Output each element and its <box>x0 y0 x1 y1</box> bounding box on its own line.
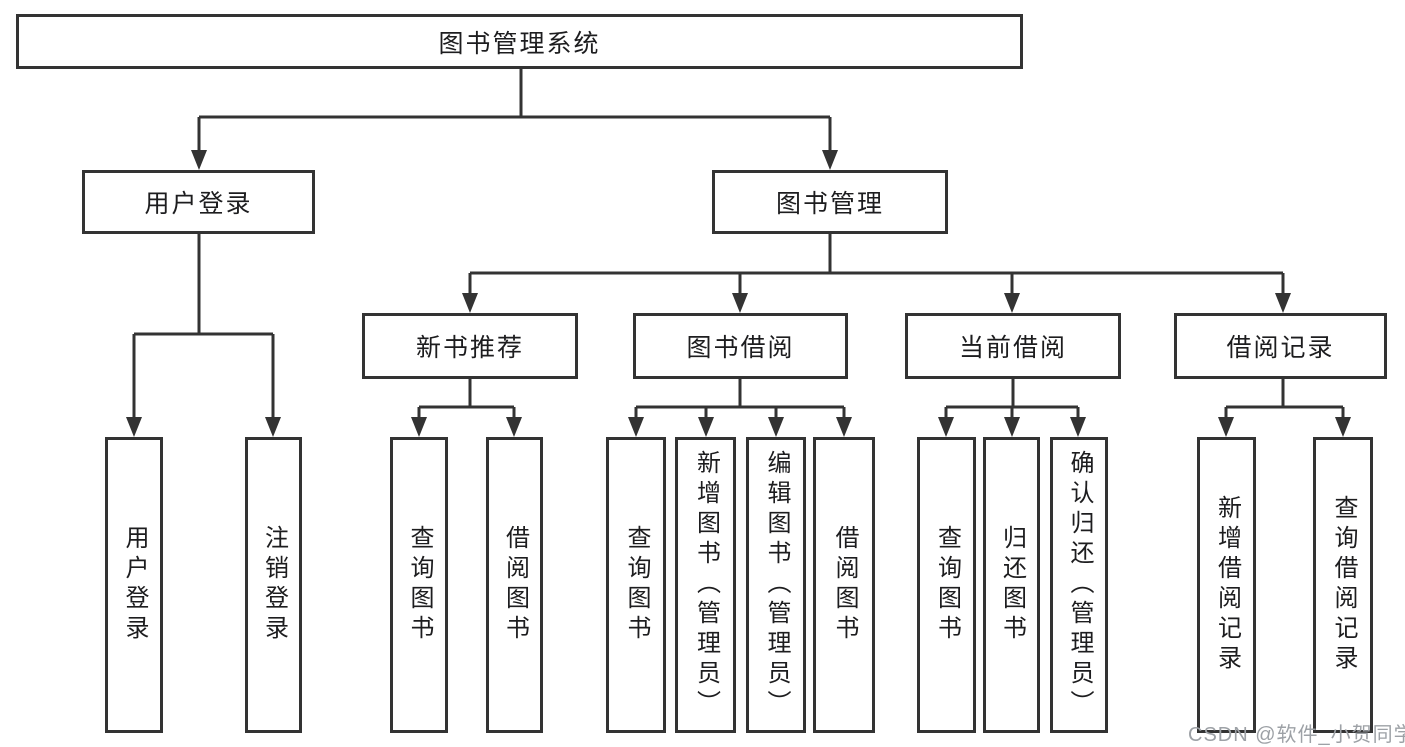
csdn-watermark: CSDN @软件_小贺同学 <box>1188 724 1405 746</box>
arrow-icon <box>836 417 852 437</box>
node-borrow-record: 借阅记录 <box>1174 313 1387 379</box>
leaf-logout: 注销登录 <box>245 437 302 733</box>
arrow-icon <box>462 293 478 313</box>
arrow-icon <box>1004 417 1020 437</box>
leaf-current-return-book: 归还图书 <box>983 437 1040 733</box>
arrow-icon <box>938 417 954 437</box>
leaf-record-query-record: 查询借阅记录 <box>1313 437 1373 733</box>
arrow-icon <box>822 150 838 170</box>
arrow-icon <box>1004 293 1020 313</box>
connector-current-borrow-to-leaves <box>944 379 1080 422</box>
arrow-icon <box>191 150 207 170</box>
connector-root-to-level2 <box>197 69 832 155</box>
arrow-icon <box>1070 417 1086 437</box>
leaf-current-confirm-return: 确认归还（管理员） <box>1050 437 1108 733</box>
node-book-borrow-label: 图书借阅 <box>686 334 795 362</box>
node-book-manage-label: 图书管理 <box>775 190 884 218</box>
node-book-borrow: 图书借阅 <box>633 313 848 379</box>
leaf-borrow-edit-book-label: 编辑图书（管理员） <box>763 450 790 720</box>
leaf-record-add-record-label: 新增借阅记录 <box>1213 495 1241 675</box>
connector-book-manage-to-level3 <box>468 234 1285 298</box>
node-root-label: 图书管理系统 <box>438 29 601 58</box>
connector-user-login-to-leaves <box>132 234 275 422</box>
arrow-icon <box>506 417 522 437</box>
leaf-user-login: 用户登录 <box>105 437 163 733</box>
leaf-borrow-add-book-label: 新增图书（管理员） <box>692 450 720 720</box>
connector-borrow-record-to-leaves <box>1224 379 1345 422</box>
node-current-borrow-label: 当前借阅 <box>958 334 1067 362</box>
arrow-icon <box>628 417 644 437</box>
leaf-record-query-record-label: 查询借阅记录 <box>1330 495 1357 675</box>
leaf-logout-label: 注销登录 <box>260 525 288 645</box>
leaf-record-add-record: 新增借阅记录 <box>1197 437 1256 733</box>
leaf-recommend-query-book-label: 查询图书 <box>406 525 433 645</box>
leaf-current-return-book-label: 归还图书 <box>998 525 1026 645</box>
node-book-manage: 图书管理 <box>712 170 948 234</box>
leaf-borrow-query-book-label: 查询图书 <box>623 525 650 645</box>
arrow-icon <box>1335 417 1351 437</box>
arrow-icon <box>126 417 142 437</box>
node-user-login-label: 用户登录 <box>144 190 253 218</box>
leaf-user-login-label: 用户登录 <box>121 525 148 645</box>
arrow-icon <box>411 417 427 437</box>
leaf-borrow-borrow-book: 借阅图书 <box>813 437 875 733</box>
connector-book-borrow-to-leaves <box>634 379 846 422</box>
node-new-book-recommend: 新书推荐 <box>362 313 578 379</box>
node-root: 图书管理系统 <box>16 14 1023 69</box>
node-borrow-record-label: 借阅记录 <box>1226 334 1335 362</box>
arrowheads <box>126 150 1351 437</box>
arrow-icon <box>698 417 714 437</box>
node-user-login: 用户登录 <box>82 170 315 234</box>
node-current-borrow: 当前借阅 <box>905 313 1121 379</box>
node-new-book-recommend-label: 新书推荐 <box>415 334 524 362</box>
arrow-icon <box>265 417 281 437</box>
arrow-icon <box>732 293 748 313</box>
leaf-current-confirm-return-label: 确认归还（管理员） <box>1066 450 1093 720</box>
leaf-recommend-borrow-book-label: 借阅图书 <box>501 525 529 645</box>
leaf-borrow-borrow-book-label: 借阅图书 <box>831 525 858 645</box>
leaf-recommend-query-book: 查询图书 <box>390 437 448 733</box>
connector-new-book-to-leaves <box>417 379 516 422</box>
arrow-icon <box>1218 417 1234 437</box>
leaf-borrow-edit-book: 编辑图书（管理员） <box>746 437 806 733</box>
leaf-current-query-book: 查询图书 <box>917 437 976 733</box>
leaf-borrow-query-book: 查询图书 <box>606 437 666 733</box>
leaf-borrow-add-book: 新增图书（管理员） <box>675 437 736 733</box>
leaf-current-query-book-label: 查询图书 <box>933 525 961 645</box>
arrow-icon <box>1275 293 1291 313</box>
leaf-recommend-borrow-book: 借阅图书 <box>486 437 543 733</box>
arrow-icon <box>768 417 784 437</box>
